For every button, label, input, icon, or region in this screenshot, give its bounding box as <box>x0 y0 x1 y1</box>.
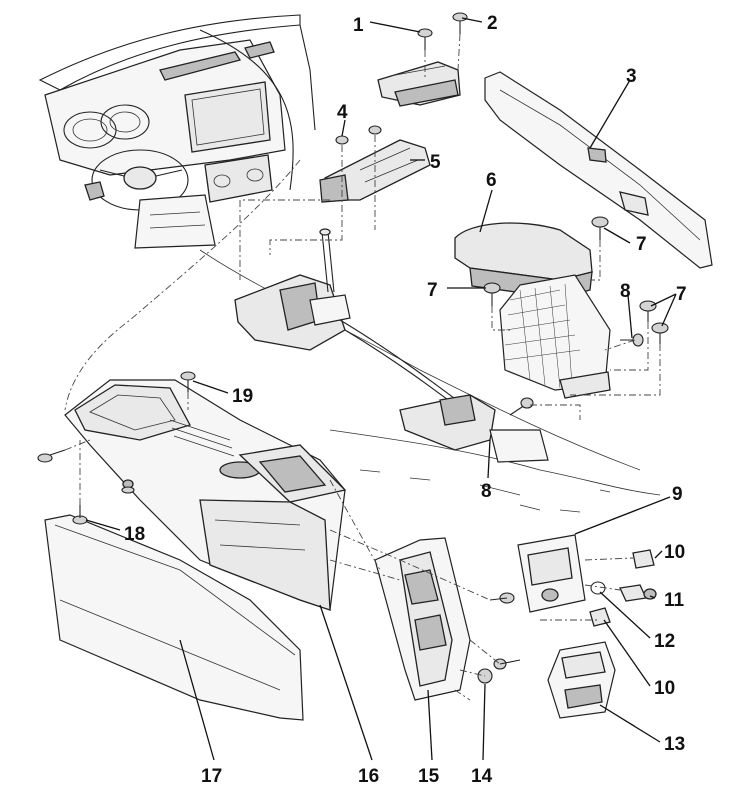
part-17-side-cover <box>44 514 304 721</box>
callout-17: 17 <box>201 766 222 787</box>
part-14-screws <box>477 592 521 684</box>
callout-1: 1 <box>353 15 364 36</box>
assembly-lines <box>64 33 661 701</box>
part-13-storage-box <box>547 641 616 719</box>
gear-shift-mechanism <box>234 228 549 463</box>
callout-3: 3 <box>626 66 637 87</box>
callout-11: 11 <box>664 590 685 611</box>
leader-lines <box>85 17 677 761</box>
callout-labels: 1 2 3 4 5 6 7 7 7 8 8 9 10 11 12 10 13 1… <box>124 13 687 787</box>
part-2-upper-trim <box>377 61 461 107</box>
part-9-switch-panel <box>517 534 586 613</box>
callout-10-upper: 10 <box>664 542 685 563</box>
part-19-screw <box>180 371 196 392</box>
part-4-nuts <box>335 125 382 145</box>
callout-12: 12 <box>654 631 675 652</box>
callout-19: 19 <box>232 386 253 407</box>
part-11-socket <box>619 584 657 602</box>
callout-8-lower: 8 <box>481 481 492 502</box>
callout-14: 14 <box>471 766 493 787</box>
callout-9: 9 <box>672 484 683 505</box>
part-1-screws <box>417 12 468 50</box>
callout-7-armrest-right: 7 <box>676 284 687 305</box>
part-10-switch-upper <box>632 549 655 569</box>
callout-5: 5 <box>430 152 441 173</box>
callout-2: 2 <box>487 13 498 34</box>
part-16-center-console <box>64 379 347 611</box>
callout-6: 6 <box>486 170 497 191</box>
floor-pan <box>199 249 661 513</box>
callout-7-armrest-left: 7 <box>427 280 438 301</box>
dashboard <box>38 14 316 249</box>
part-15-rear-panel <box>374 537 471 701</box>
part-3-side-trim-panel <box>484 71 713 269</box>
callout-8-right: 8 <box>620 281 631 302</box>
callout-10-lower: 10 <box>654 678 675 699</box>
callout-13: 13 <box>664 734 685 755</box>
callout-16: 16 <box>358 766 379 787</box>
callout-15: 15 <box>418 766 440 787</box>
callout-4: 4 <box>337 102 348 123</box>
callout-18: 18 <box>124 524 145 545</box>
part-6-armrest <box>454 222 611 399</box>
callout-7-armrest-top: 7 <box>636 234 647 255</box>
part-8-bolts <box>509 333 644 416</box>
